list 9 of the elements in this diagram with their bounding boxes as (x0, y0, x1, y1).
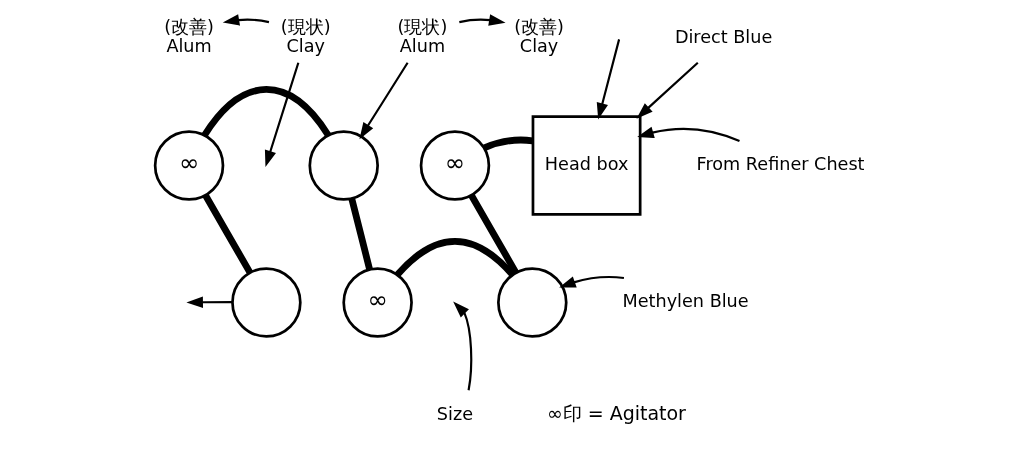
node-text: (現状) Alum (397, 17, 448, 57)
node-text: From Refiner Chest (696, 154, 865, 175)
label: ∞印 = Agitator (546, 402, 686, 425)
node-text: Methylen Blue (622, 291, 749, 312)
node-text: (改善) Alum (164, 17, 214, 57)
node-text: Size (436, 403, 474, 424)
node-text: (改善) Clay (514, 17, 564, 57)
node-text: (現状) Clay (280, 17, 331, 57)
node-text: Direct Blue (674, 26, 773, 47)
